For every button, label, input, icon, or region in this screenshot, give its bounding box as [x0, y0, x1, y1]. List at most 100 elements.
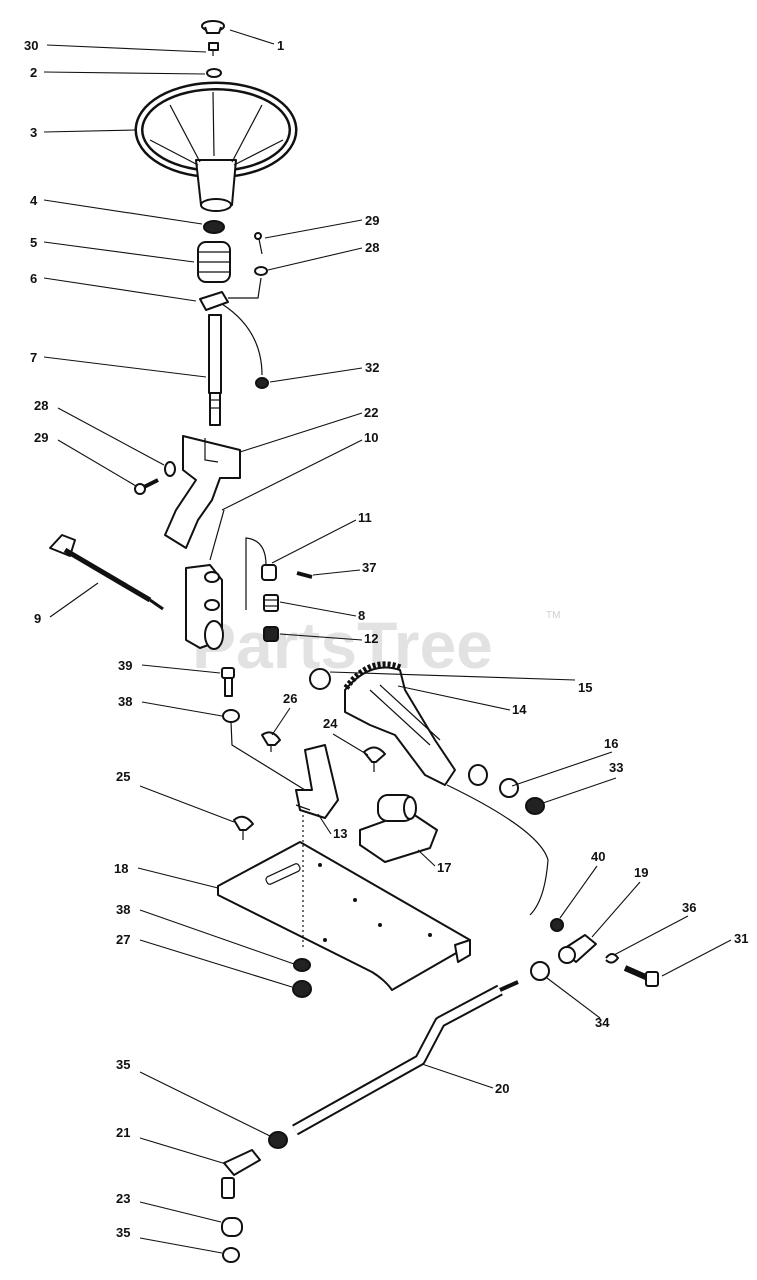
callout-14[interactable]: 14 [512, 702, 527, 717]
callout-19[interactable]: 19 [634, 865, 648, 880]
part-bolt-30[interactable] [208, 42, 219, 56]
callout-8[interactable]: 8 [358, 608, 365, 623]
part-bushing-15-upper[interactable] [309, 668, 331, 690]
callout-39[interactable]: 39 [118, 658, 132, 673]
watermark-tm: TM [546, 610, 560, 621]
callout-17[interactable]: 17 [437, 860, 451, 875]
part-sector-gear-14[interactable] [343, 661, 456, 786]
part-nut-34[interactable] [530, 961, 550, 981]
callout-15[interactable]: 15 [578, 680, 592, 695]
part-screw-29-upper[interactable] [254, 232, 263, 255]
callout-7[interactable]: 7 [30, 350, 37, 365]
part-nut-33[interactable] [525, 797, 545, 815]
part-bolt-29-lower[interactable] [134, 478, 159, 495]
callout-24[interactable]: 24 [323, 716, 338, 731]
guide-line-40 [446, 784, 549, 916]
part-ball-joint-21[interactable] [221, 1149, 261, 1199]
leader-line-11 [271, 519, 357, 564]
callout-28[interactable]: 28 [34, 398, 48, 413]
part-cap[interactable] [201, 20, 225, 34]
part-pin-37[interactable] [296, 571, 313, 579]
part-steering-shaft[interactable] [208, 314, 222, 426]
leader-line-10 [221, 439, 363, 511]
callout-13[interactable]: 13 [333, 826, 347, 841]
part-nut-35-upper[interactable] [268, 1131, 288, 1149]
callout-37[interactable]: 37 [362, 560, 376, 575]
part-washer-40[interactable] [550, 918, 564, 932]
callout-33[interactable]: 33 [609, 760, 623, 775]
part-mount-block-17[interactable] [359, 794, 438, 863]
callout-40[interactable]: 40 [591, 849, 605, 864]
leader-line-25 [139, 785, 235, 823]
callout-31[interactable]: 31 [734, 931, 748, 946]
part-bushing-12[interactable] [263, 626, 279, 642]
part-washer-16[interactable] [499, 778, 519, 798]
part-steering-wheel[interactable] [134, 81, 298, 212]
callout-29[interactable]: 29 [365, 213, 379, 228]
callout-4[interactable]: 4 [30, 193, 38, 208]
part-cap-11[interactable] [245, 537, 277, 610]
callout-34[interactable]: 34 [595, 1015, 610, 1030]
callout-28[interactable]: 28 [365, 240, 379, 255]
part-drag-link-20[interactable] [292, 980, 519, 1136]
leader-line-30 [46, 44, 207, 53]
part-bolt-31[interactable] [623, 965, 659, 987]
part-bolt-39[interactable] [221, 667, 235, 697]
callout-16[interactable]: 16 [604, 736, 618, 751]
leader-line-14 [397, 685, 511, 711]
part-bracket-6[interactable] [199, 291, 229, 311]
callout-36[interactable]: 36 [682, 900, 696, 915]
part-washer-28-lower[interactable] [164, 461, 176, 477]
part-washer-38-lower[interactable] [293, 958, 311, 972]
callout-21[interactable]: 21 [116, 1125, 130, 1140]
callout-9[interactable]: 9 [34, 611, 41, 626]
part-nut-27[interactable] [292, 980, 312, 998]
part-bracket-13[interactable] [295, 744, 339, 819]
callout-25[interactable]: 25 [116, 769, 130, 784]
part-nut-32[interactable] [255, 377, 269, 389]
callout-32[interactable]: 32 [365, 360, 379, 375]
callout-5[interactable]: 5 [30, 235, 37, 250]
callout-10[interactable]: 10 [364, 430, 378, 445]
part-bellows-5[interactable] [197, 241, 231, 283]
leader-line-31 [661, 939, 732, 977]
part-bushing-4[interactable] [203, 220, 225, 234]
part-fastener-26[interactable] [261, 731, 281, 752]
callout-2[interactable]: 2 [30, 65, 37, 80]
part-washer-28-upper[interactable] [254, 266, 268, 276]
part-fastener-24[interactable] [363, 746, 386, 772]
part-rod-9[interactable] [49, 534, 164, 611]
part-ball-joint-19[interactable] [558, 934, 597, 964]
callout-22[interactable]: 22 [364, 405, 378, 420]
callout-6[interactable]: 6 [30, 271, 37, 286]
part-clip-36[interactable] [605, 953, 619, 964]
part-fastener-25[interactable] [233, 815, 254, 840]
leader-line-29 [264, 219, 363, 239]
part-nut-35-lower[interactable] [222, 1247, 240, 1263]
callout-29[interactable]: 29 [34, 430, 48, 445]
callout-1[interactable]: 1 [277, 38, 284, 53]
callout-26[interactable]: 26 [283, 691, 297, 706]
callout-3[interactable]: 3 [30, 125, 37, 140]
callout-38[interactable]: 38 [118, 694, 132, 709]
part-bushing-15-lower[interactable] [468, 764, 488, 786]
part-bushing-23[interactable] [221, 1217, 243, 1237]
callout-11[interactable]: 11 [358, 510, 372, 525]
part-washer-2[interactable] [206, 68, 222, 78]
callout-20[interactable]: 20 [495, 1081, 509, 1096]
leader-line-3 [43, 129, 136, 133]
part-fitting-8[interactable] [263, 594, 279, 612]
part-base-plate-18[interactable] [217, 841, 471, 991]
callout-27[interactable]: 27 [116, 932, 130, 947]
callout-38[interactable]: 38 [116, 902, 130, 917]
part-pivot-bracket-10[interactable] [185, 564, 224, 650]
callout-35[interactable]: 35 [116, 1057, 130, 1072]
callout-35[interactable]: 35 [116, 1225, 130, 1240]
callout-12[interactable]: 12 [364, 631, 378, 646]
callout-23[interactable]: 23 [116, 1191, 130, 1206]
part-washer-38-upper[interactable] [222, 709, 240, 723]
callout-30[interactable]: 30 [24, 38, 38, 53]
callout-18[interactable]: 18 [114, 861, 128, 876]
part-support-22[interactable] [164, 435, 241, 549]
